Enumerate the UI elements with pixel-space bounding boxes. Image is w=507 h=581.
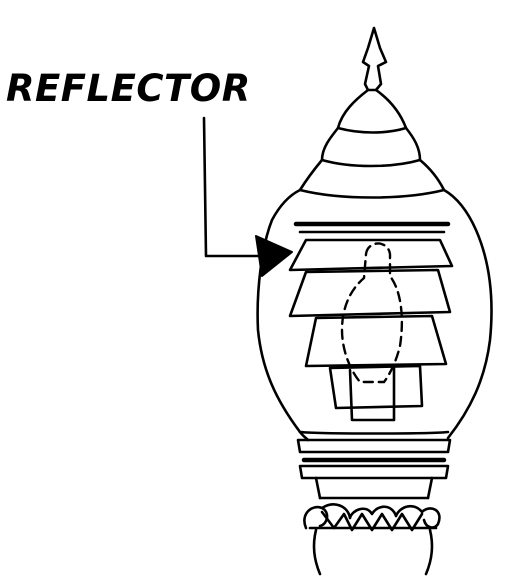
base-band-1 [296,438,452,454]
reflector-stem [348,366,396,422]
ornament-scroll-top [303,503,441,530]
finial-spike [361,26,388,92]
base-top-edge [298,430,450,435]
pole-right-edge [424,528,434,576]
reflector-tier-2 [288,268,452,318]
base-band-3 [298,464,450,480]
base-neck-sides [314,476,434,500]
ornament-leaves [320,510,424,532]
lamp-globe [256,88,493,442]
base-ornament [303,503,441,576]
dome-collar [298,188,446,199]
lamp-finial [361,26,388,92]
reflector-assembly [288,221,454,422]
reflector-tier-4 [328,364,424,410]
globe-left-outline [256,88,370,442]
callout-leader-line [202,116,260,258]
reflector-label: REFLECTOR [6,67,251,110]
reflector-tier-3 [304,314,448,368]
dome-band-upper [336,126,408,134]
dome-band-lower [320,158,422,168]
reflector-tier-1 [288,238,454,272]
pole-left-edge [312,528,322,576]
inner-bulb [340,242,404,384]
lamp-base [296,430,452,500]
inner-bulb-dashed-outline [340,242,404,384]
reflector-callout-arrow [202,116,293,277]
